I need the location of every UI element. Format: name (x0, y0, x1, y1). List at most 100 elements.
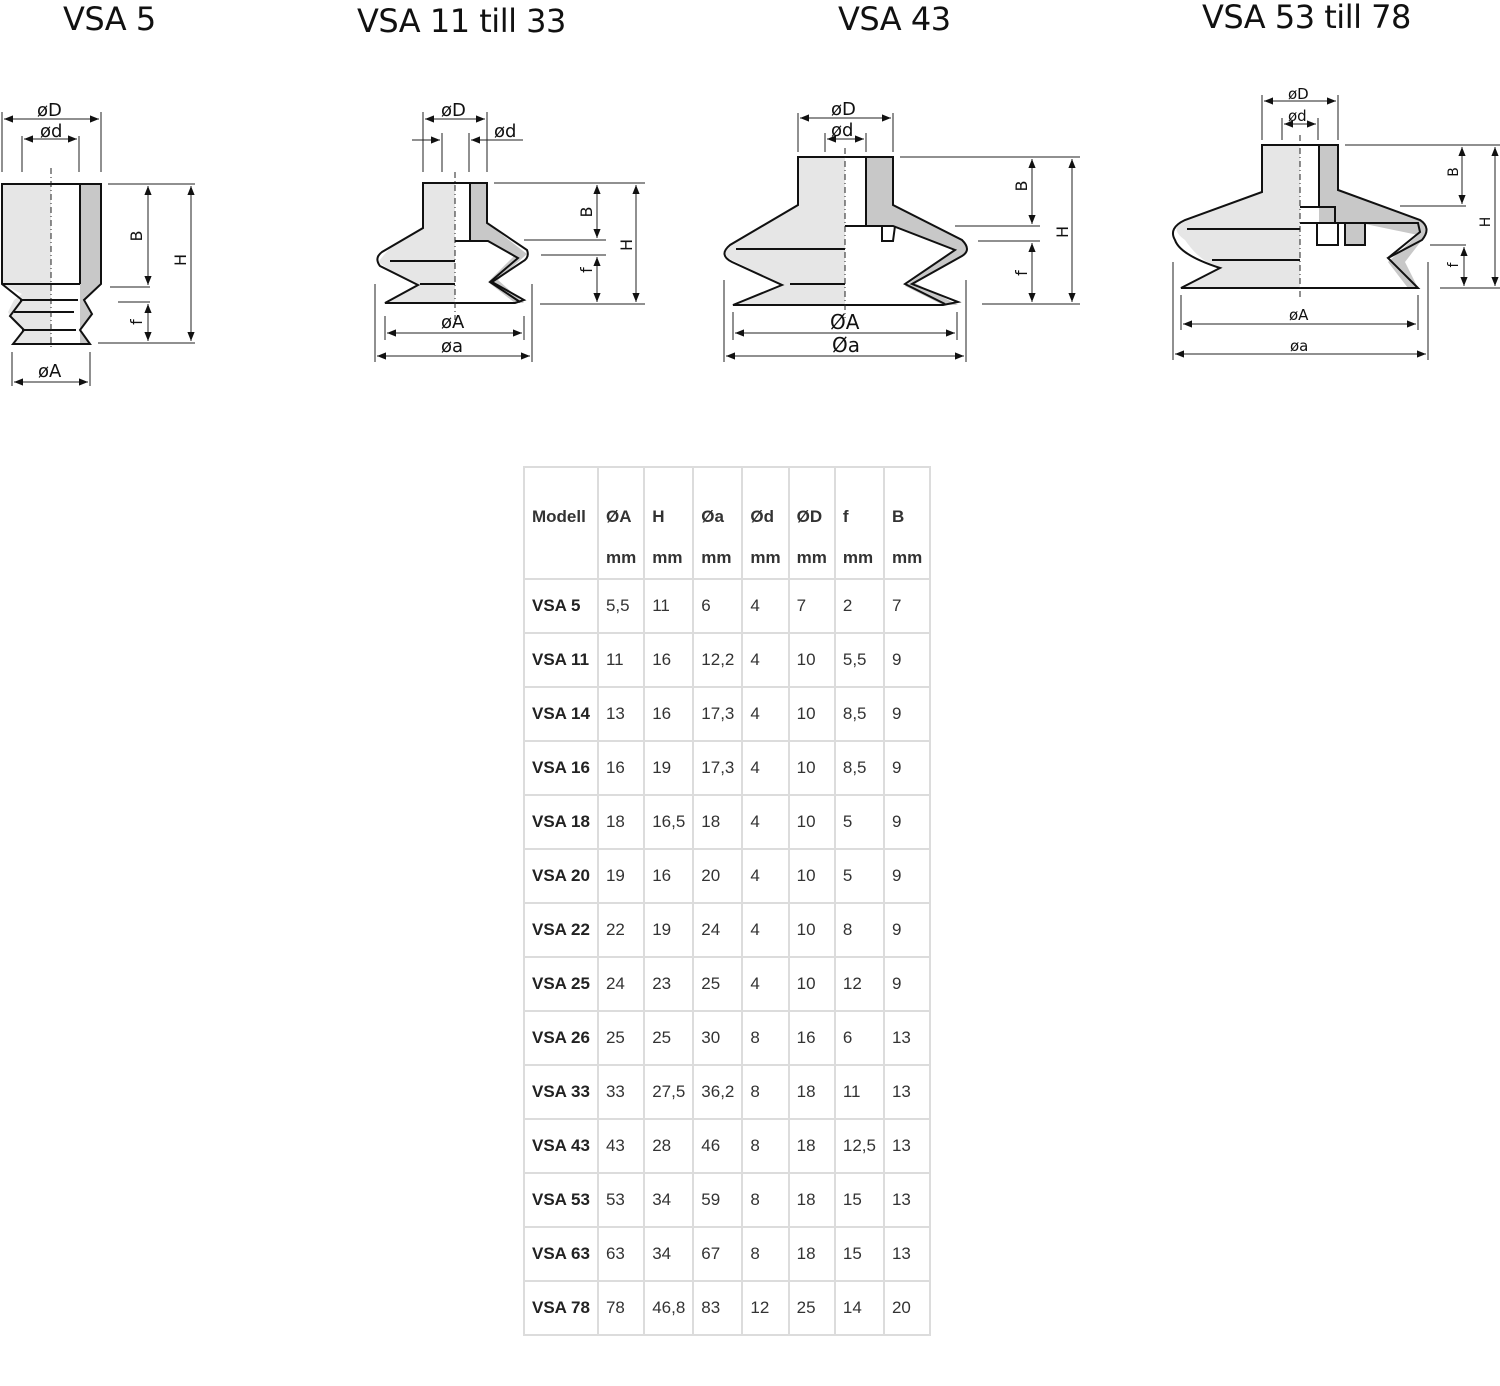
label-b: B (1012, 181, 1031, 192)
cell-value: 43 (596, 1118, 646, 1174)
cell-value: 11 (596, 632, 646, 688)
cell-value: 7 (787, 578, 836, 634)
cell-value: 8 (833, 902, 885, 958)
cell-value: 83 (692, 1280, 744, 1336)
cell-model: VSA 63 (523, 1226, 599, 1282)
label-f: f (127, 319, 146, 325)
cell-model: VSA 22 (523, 902, 599, 958)
cell-value: 78 (596, 1280, 646, 1336)
cell-value: 59 (692, 1172, 744, 1228)
label-a-lip: Øa (832, 333, 860, 357)
label-b: B (127, 231, 146, 242)
cell-value: 63 (596, 1226, 646, 1282)
cell-value: 11 (833, 1064, 885, 1120)
cell-value: 7 (882, 578, 932, 634)
cell-value: 33 (596, 1064, 646, 1120)
cell-value: 18 (692, 794, 744, 850)
cell-value: 16 (643, 848, 695, 904)
cell-value: 12 (741, 1280, 790, 1336)
label-inner-d: ød (494, 121, 516, 142)
title-vsa43: VSA 43 (838, 0, 951, 38)
cell-value: 34 (643, 1172, 695, 1228)
label-b: B (1446, 167, 1462, 177)
cell-value: 20 (882, 1280, 932, 1336)
cell-value: 4 (741, 632, 790, 688)
cell-value: 8 (741, 1118, 790, 1174)
label-f: f (1446, 261, 1462, 267)
cell-value: 4 (741, 740, 790, 796)
cell-value: 25 (692, 956, 744, 1012)
cell-value: 46,8 (643, 1280, 695, 1336)
title-vsa11-33: VSA 11 till 33 (357, 2, 566, 40)
cell-value: 13 (882, 1064, 932, 1120)
cell-value: 23 (643, 956, 695, 1012)
cell-value: 8 (741, 1172, 790, 1228)
cell-value: 8,5 (833, 686, 885, 742)
cell-value: 13 (882, 1172, 932, 1228)
cell-value: 4 (741, 794, 790, 850)
cell-value: 9 (882, 740, 932, 796)
cell-value: 6 (692, 578, 744, 634)
cell-value: 16,5 (643, 794, 695, 850)
label-f: f (1012, 270, 1031, 276)
cell-value: 9 (882, 632, 932, 688)
diagram-vsa53-78: øD ød B f H øA øa (1172, 85, 1500, 360)
suction-cup-diagrams: øD ød B f H øA ø (1, 85, 1500, 386)
cell-value: 16 (596, 740, 646, 796)
cell-value: 5 (833, 848, 885, 904)
cell-value: 22 (596, 902, 646, 958)
cell-value: 13 (882, 1010, 932, 1066)
cell-value: 36,2 (692, 1064, 744, 1120)
cell-value: 12,5 (833, 1118, 885, 1174)
cell-value: 6 (833, 1010, 885, 1066)
cell-value: 10 (787, 956, 836, 1012)
label-inner-d: ød (1288, 107, 1307, 125)
cell-value: 46 (692, 1118, 744, 1174)
label-h: H (171, 254, 190, 266)
cell-model: VSA 14 (523, 686, 599, 742)
cell-value: 10 (787, 632, 836, 688)
cell-value: 8 (741, 1226, 790, 1282)
cell-value: 25 (596, 1010, 646, 1066)
cell-model: VSA 11 (523, 632, 599, 688)
cell-value: 9 (882, 686, 932, 742)
cell-value: 53 (596, 1172, 646, 1228)
cell-value: 14 (833, 1280, 885, 1336)
cell-value: 24 (692, 902, 744, 958)
header-modell: Modell (523, 466, 599, 580)
label-f: f (577, 267, 596, 273)
label-a-lip: øa (441, 336, 463, 357)
cell-value: 5,5 (833, 632, 885, 688)
cell-value: 4 (741, 686, 790, 742)
label-outer-d: øD (37, 100, 62, 121)
cell-value: 5 (833, 794, 885, 850)
cell-value: 4 (741, 902, 790, 958)
cell-value: 9 (882, 848, 932, 904)
cell-value: 28 (643, 1118, 695, 1174)
cell-value: 17,3 (692, 686, 744, 742)
title-vsa53-78: VSA 53 till 78 (1202, 0, 1411, 36)
cell-value: 12 (833, 956, 885, 1012)
cell-value: 9 (882, 956, 932, 1012)
cell-value: 10 (787, 686, 836, 742)
cell-value: 13 (596, 686, 646, 742)
cell-value: 10 (787, 848, 836, 904)
cell-value: 8,5 (833, 740, 885, 796)
cell-value: 11 (643, 578, 695, 634)
cell-value: 10 (787, 902, 836, 958)
cell-model: VSA 26 (523, 1010, 599, 1066)
cell-value: 18 (787, 1118, 836, 1174)
